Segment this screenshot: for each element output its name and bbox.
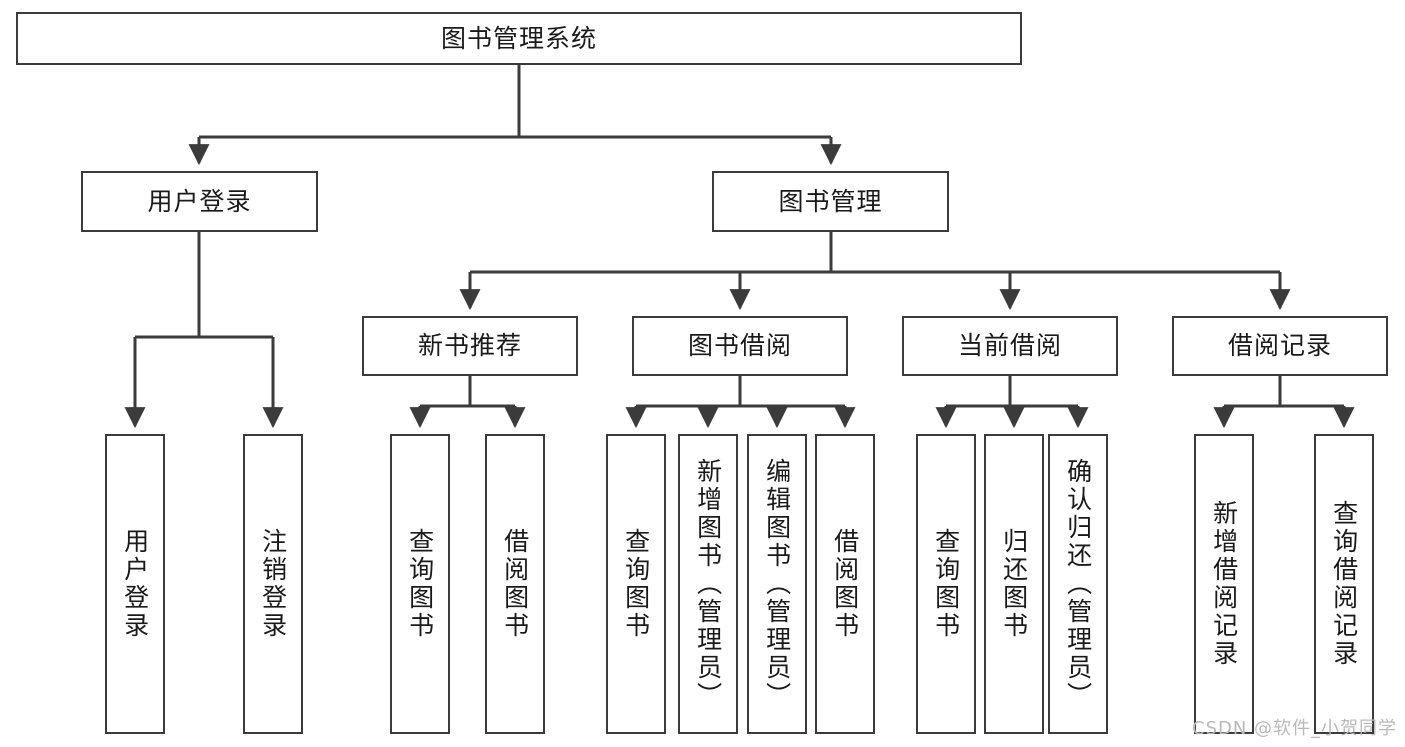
node-leaf-query-book-borrow[interactable]: 查询图书: [606, 434, 666, 734]
node-leaf-borrow-book[interactable]: 借阅图书: [815, 434, 875, 734]
node-leaf-edit-book-admin[interactable]: 编辑图书（管理员）: [747, 434, 807, 734]
node-user-login[interactable]: 用户登录: [81, 171, 318, 232]
node-leaf-add-borrow-record[interactable]: 新增借阅记录: [1194, 434, 1254, 734]
node-leaf-query-borrow-record[interactable]: 查询借阅记录: [1314, 434, 1374, 734]
node-current-borrow[interactable]: 当前借阅: [902, 316, 1118, 376]
node-book-manage[interactable]: 图书管理: [712, 171, 949, 232]
node-borrow-record[interactable]: 借阅记录: [1172, 316, 1388, 376]
node-leaf-add-book-admin[interactable]: 新增图书（管理员）: [678, 434, 738, 734]
csdn-watermark: CSDN @软件_小贺同学: [1192, 718, 1398, 739]
node-root-system[interactable]: 图书管理系统: [16, 12, 1022, 65]
node-leaf-query-book-current[interactable]: 查询图书: [916, 434, 976, 734]
node-new-book-recommend[interactable]: 新书推荐: [362, 316, 578, 376]
node-leaf-confirm-return-admin[interactable]: 确认归还（管理员）: [1048, 434, 1108, 734]
node-leaf-query-book-recommend[interactable]: 查询图书: [390, 434, 450, 734]
node-book-borrow[interactable]: 图书借阅: [632, 316, 848, 376]
node-leaf-user-logout[interactable]: 注销登录: [243, 434, 303, 734]
node-leaf-return-book[interactable]: 归还图书: [984, 434, 1044, 734]
node-leaf-user-login[interactable]: 用户登录: [105, 434, 165, 734]
node-leaf-borrow-book-recommend[interactable]: 借阅图书: [485, 434, 545, 734]
